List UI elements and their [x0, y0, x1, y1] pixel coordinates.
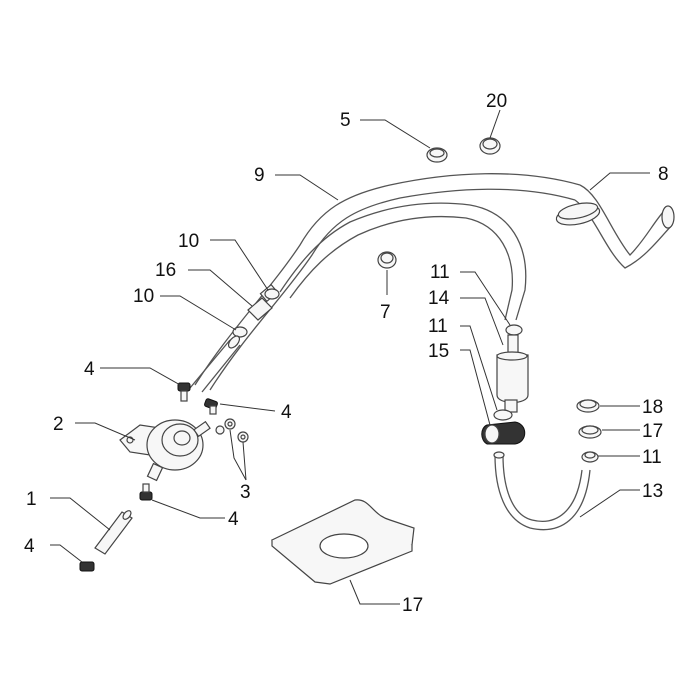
hose-clip-8 [555, 202, 601, 226]
clamp-20 [479, 137, 501, 155]
screw-3-a [224, 418, 236, 430]
hose-13 [493, 451, 591, 531]
callout-11-top: 11 [430, 262, 450, 283]
short-hose [189, 335, 241, 393]
callout-14: 14 [428, 288, 450, 309]
callout-9: 9 [254, 165, 265, 186]
callout-4-lower: 4 [228, 509, 239, 530]
callout-18: 18 [642, 397, 663, 418]
callout-10-lower: 10 [133, 286, 154, 307]
clamp-7 [377, 251, 397, 269]
clamp-11-middle [493, 409, 513, 421]
callout-2: 2 [53, 414, 64, 435]
clamp-5 [426, 147, 448, 163]
pad-17 [270, 499, 415, 585]
clamp-10-upper [264, 288, 280, 300]
callout-17-pad: 17 [402, 595, 423, 616]
callout-20: 20 [486, 91, 507, 112]
fuel-filter-14 [496, 334, 529, 413]
callout-16: 16 [155, 260, 176, 281]
screw-4-lower [139, 483, 153, 501]
screw-4-upper-left [177, 382, 191, 402]
fuel-pump-2 [119, 419, 211, 482]
screw-4-upper-right [204, 398, 218, 415]
callout-11-middle: 11 [428, 316, 448, 337]
callout-4-upper-left: 4 [84, 359, 95, 380]
callout-4-bottom-left: 4 [24, 536, 35, 557]
callout-4-upper-right: 4 [281, 402, 292, 423]
callout-17-small: 17 [642, 421, 663, 442]
callout-8: 8 [658, 164, 669, 185]
clamp-18 [576, 399, 600, 413]
screw-3-b [237, 431, 249, 443]
connector-15 [481, 421, 526, 445]
clamp-11-bottom [581, 451, 599, 463]
callout-13: 13 [642, 481, 663, 502]
leader-lines [50, 109, 650, 605]
screw-4-bottom-left [79, 561, 95, 572]
callout-1: 1 [26, 489, 37, 510]
clamp-17-small [578, 425, 602, 439]
clamp-10-lower [232, 326, 248, 338]
callout-15: 15 [428, 341, 449, 362]
callout-11-bottom: 11 [642, 447, 662, 468]
callout-10-upper: 10 [178, 231, 199, 252]
callout-3: 3 [240, 482, 251, 503]
callout-5: 5 [340, 110, 351, 131]
hose-1 [94, 510, 133, 555]
clamp-11-top [505, 324, 523, 336]
screw-3-c [215, 425, 225, 435]
callout-7: 7 [380, 302, 391, 323]
